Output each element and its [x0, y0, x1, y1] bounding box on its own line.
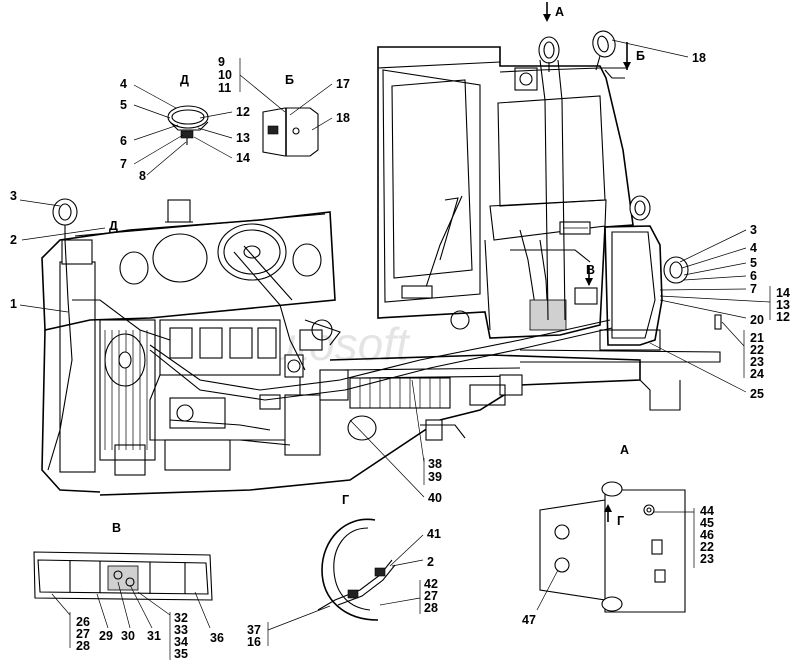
callout-45: 45 [700, 516, 714, 530]
callout-24: 24 [750, 367, 764, 381]
callout-44: 44 [700, 504, 714, 518]
callout-14-d: 14 [236, 151, 250, 165]
callout-25: 25 [750, 387, 764, 401]
callout-6-d: 6 [120, 134, 127, 148]
callout-13-rear: 13 [776, 298, 790, 312]
callout-2-g: 2 [427, 555, 434, 569]
callout-27-v: 27 [76, 627, 90, 641]
callout-29: 29 [99, 629, 113, 643]
engine-block [114, 319, 349, 476]
callout-41: 41 [427, 527, 441, 541]
callout-18-b: 18 [336, 111, 350, 125]
cab-rear-lamp [592, 30, 616, 71]
chassis-frame [99, 329, 721, 496]
view-letter-v-top: В [586, 263, 595, 277]
view-letter-b-inset: Б [285, 73, 294, 87]
callout-28-v: 28 [76, 639, 90, 653]
callout-5-d: 5 [120, 98, 127, 112]
callout-6-rear: 6 [750, 269, 757, 283]
view-b-inset: Б [262, 73, 319, 157]
view-arrow-v: В [585, 263, 595, 286]
callout-18-top: 18 [692, 51, 706, 65]
hood-body [41, 199, 336, 331]
callout-37: 37 [247, 623, 261, 637]
callout-2-front: 2 [10, 233, 17, 247]
callout-31: 31 [147, 629, 161, 643]
view-a-inset: А Г [539, 443, 686, 613]
callout-21: 21 [750, 331, 764, 345]
callout-1: 1 [10, 297, 17, 311]
cab-front-lamp [538, 36, 560, 72]
callout-23-a: 23 [700, 552, 714, 566]
callout-20: 20 [750, 313, 764, 327]
roof-wiring [499, 59, 628, 321]
view-d-inset: Д [167, 73, 209, 145]
callout-35: 35 [174, 647, 188, 661]
callout-39: 39 [428, 470, 442, 484]
view-arrow-a: А [543, 2, 564, 22]
callout-13-d: 13 [236, 131, 250, 145]
view-letter-g-arrow: Г [617, 514, 624, 528]
callout-34: 34 [174, 635, 188, 649]
callout-32: 32 [174, 611, 188, 625]
callout-33: 33 [174, 623, 188, 637]
callout-11: 11 [218, 81, 231, 95]
callout-47: 47 [522, 613, 536, 627]
callout-numbers: 3 2 Д 1 4 5 6 7 8 12 13 14 9 10 11 17 18… [10, 51, 790, 661]
cab [377, 46, 634, 339]
callout-12-rear: 12 [776, 310, 790, 324]
rear-work-lamp [629, 195, 689, 284]
callout-46: 46 [700, 528, 714, 542]
callout-10: 10 [218, 68, 232, 82]
callout-9: 9 [218, 55, 225, 69]
view-letter-b-top: Б [636, 49, 645, 63]
view-letter-v-inset: В [112, 521, 121, 535]
callout-40: 40 [428, 491, 442, 505]
view-letter-d-inset: Д [180, 73, 189, 87]
callout-12-d: 12 [236, 105, 250, 119]
callout-36: 36 [210, 631, 224, 645]
callout-28-g: 28 [424, 601, 438, 615]
view-arrow-b: Б [623, 42, 645, 70]
wiring-harness [47, 239, 613, 471]
callout-42: 42 [424, 577, 438, 591]
callout-27-g: 27 [424, 589, 438, 603]
view-g-inset: Г [317, 493, 396, 621]
callout-7-rear: 7 [750, 282, 757, 296]
callout-38: 38 [428, 457, 442, 471]
callout-4-d: 4 [120, 77, 127, 91]
callout-16: 16 [247, 635, 261, 649]
view-letter-a-inset: А [620, 443, 629, 457]
callout-d-letter: Д [109, 219, 118, 233]
callout-14-rear: 14 [776, 286, 790, 300]
radiator [41, 239, 156, 493]
callout-7-d: 7 [120, 157, 127, 171]
callout-22-rear: 22 [750, 343, 764, 357]
callout-17: 17 [336, 77, 350, 91]
callout-3-rear: 3 [750, 223, 757, 237]
callout-8: 8 [139, 169, 146, 183]
view-v-inset: В [33, 521, 213, 601]
callout-30: 30 [121, 629, 135, 643]
callout-26: 26 [76, 615, 90, 629]
callout-3-front: 3 [10, 189, 17, 203]
callout-4-rear: 4 [750, 241, 757, 255]
callout-23-rear: 23 [750, 355, 764, 369]
battery-box [604, 225, 722, 346]
leader-lines [19, 39, 771, 660]
callout-22-a: 22 [700, 540, 714, 554]
callout-5-rear: 5 [750, 256, 757, 270]
view-letter-a: А [555, 5, 564, 19]
view-letter-g-inset: Г [342, 493, 349, 507]
